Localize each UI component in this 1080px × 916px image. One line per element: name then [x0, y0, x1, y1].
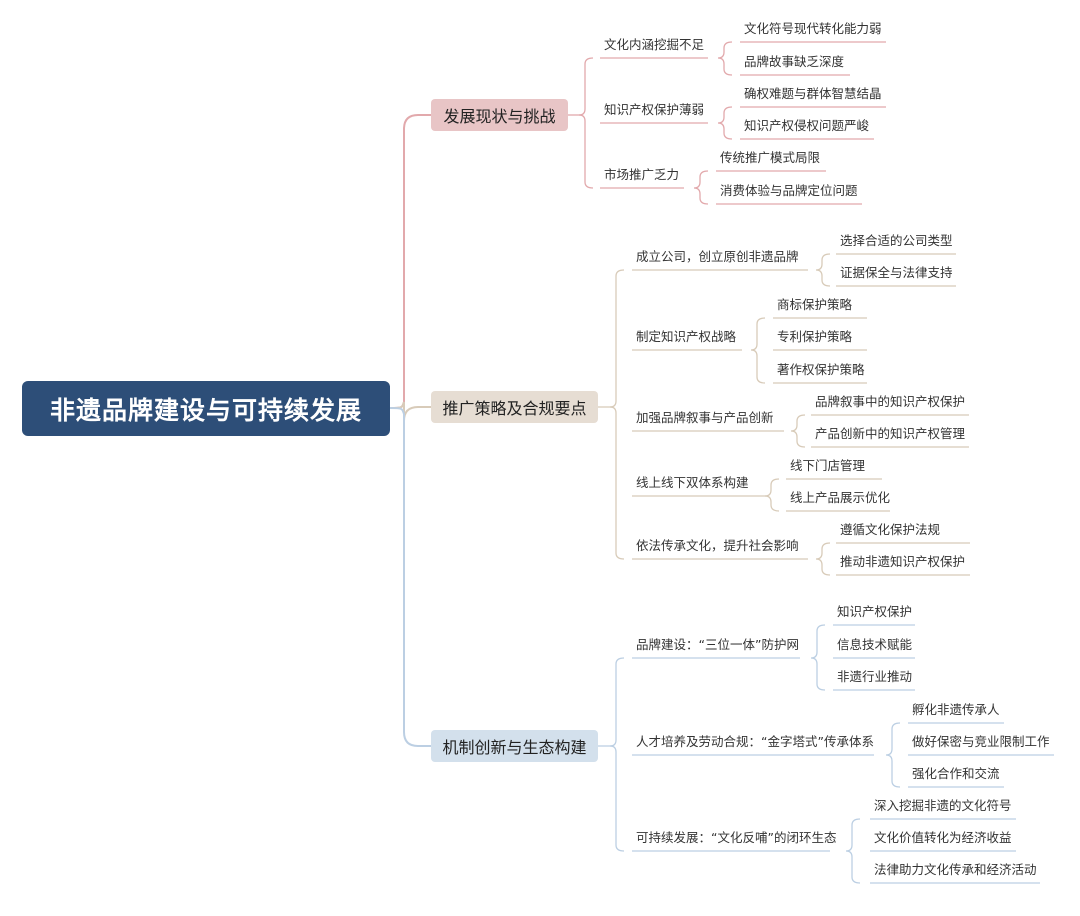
branch-node-status-challenges: 发展现状与挑战: [431, 99, 568, 131]
subtopic-2-1-2: 强化合作和交流: [912, 766, 1000, 781]
subtopic-2-0-0: 知识产权保护: [837, 604, 913, 619]
subtopic-2-2-1: 文化价值转化为经济收益: [874, 830, 1012, 845]
topic-2-1: 人才培养及劳动合规：“金字塔式”传承体系: [636, 734, 874, 749]
subtopic-0-1-1: 知识产权侵权问题严峻: [744, 118, 870, 133]
subtopic-2-1-1: 做好保密与竞业限制工作: [912, 734, 1050, 749]
topic-brace-0-1: [717, 106, 733, 140]
topic-1-4: 依法传承文化，提升社会影响: [636, 538, 799, 553]
subtopic-1-3-0: 线下门店管理: [790, 458, 866, 473]
topic-0-2: 市场推广乏力: [604, 167, 680, 182]
topic-2-0: 品牌建设：“三位一体”防护网: [636, 637, 799, 652]
topic-1-2: 加强品牌叙事与产品创新: [636, 410, 774, 425]
subtopic-0-2-0: 传统推广模式局限: [720, 150, 821, 165]
subtopic-0-0-0: 文化符号现代转化能力弱: [744, 21, 882, 36]
subtopic-1-2-1: 产品创新中的知识产权管理: [815, 426, 966, 441]
subtopic-1-1-0: 商标保护策略: [777, 297, 853, 312]
subtopic-1-1-2: 著作权保护策略: [777, 362, 865, 377]
subtopic-1-1-1: 专利保护策略: [777, 329, 853, 344]
topic-brace-1-2: [790, 414, 806, 448]
topic-0-0: 文化内涵挖掘不足: [604, 37, 705, 52]
subtopic-1-3-1: 线上产品展示优化: [790, 490, 891, 505]
topic-brace-1-3: [764, 478, 780, 512]
subtopic-0-1-0: 确权难题与群体智慧结晶: [744, 86, 882, 101]
subtopic-0-2-1: 消费体验与品牌定位问题: [720, 183, 858, 198]
topic-brace-1-0: [815, 253, 831, 287]
subtopic-2-0-2: 非遗行业推动: [837, 669, 913, 684]
root-connector-1: [389, 401, 431, 422]
subtopic-1-2-0: 品牌叙事中的知识产权保护: [815, 394, 966, 409]
root-connector-2: [389, 407, 431, 747]
root-node: 非遗品牌建设与可持续发展: [22, 381, 390, 436]
topic-brace-2-2: [845, 818, 861, 884]
subtopic-1-4-1: 推动非遗知识产权保护: [840, 554, 966, 569]
branch-brace-0: [578, 57, 594, 189]
topic-brace-1-1: [750, 317, 766, 384]
topic-brace-0-0: [717, 41, 733, 76]
topic-2-2: 可持续发展：“文化反哺”的闭环生态: [636, 830, 837, 845]
topic-1-1: 制定知识产权战略: [636, 329, 737, 344]
topic-0-1: 知识产权保护薄弱: [604, 102, 705, 117]
topic-brace-2-1: [885, 722, 901, 788]
subtopic-0-0-1: 品牌故事缺乏深度: [744, 54, 845, 69]
topic-brace-1-4: [815, 542, 831, 576]
branch-brace-2: [609, 657, 625, 852]
topic-1-0: 成立公司，创立原创非遗品牌: [636, 249, 799, 264]
branch-node-promotion-compliance: 推广策略及合规要点: [431, 391, 598, 423]
branch-node-mechanism-ecosystem: 机制创新与生态构建: [431, 730, 598, 762]
subtopic-2-2-0: 深入挖掘非遗的文化符号: [874, 798, 1012, 813]
topic-brace-2-0: [810, 624, 826, 691]
subtopic-1-0-0: 选择合适的公司类型: [840, 233, 953, 248]
subtopic-2-1-0: 孵化非遗传承人: [912, 702, 1000, 717]
topic-brace-0-2: [693, 170, 709, 205]
subtopic-1-4-0: 遵循文化保护法规: [840, 522, 941, 537]
subtopic-2-0-1: 信息技术赋能: [837, 637, 913, 652]
subtopic-2-2-2: 法律助力文化传承和经济活动: [874, 862, 1037, 877]
topic-1-3: 线上线下双体系构建: [636, 475, 749, 490]
subtopic-1-0-1: 证据保全与法律支持: [840, 265, 953, 280]
root-connector-0: [389, 114, 431, 409]
branch-brace-1: [609, 269, 625, 560]
